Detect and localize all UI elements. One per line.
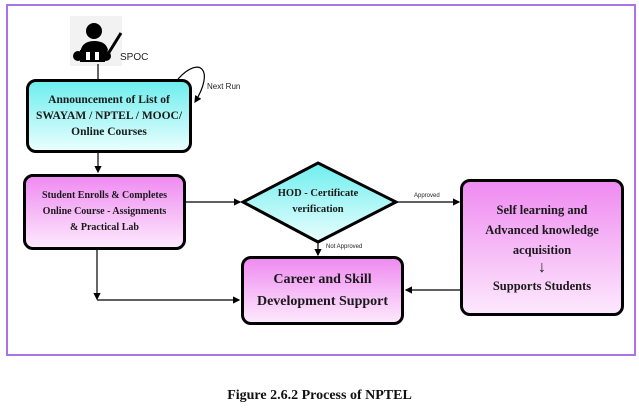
node-enroll: Student Enrolls & Completes Online Cours… xyxy=(23,174,186,250)
node-announcement-line: Announcement of List of xyxy=(48,94,170,106)
node-enroll-line: Online Course - Assignments xyxy=(42,206,167,217)
figure-caption: Figure 2.6.2 Process of NPTEL xyxy=(227,388,412,403)
node-self-learning-line: Self learning and xyxy=(496,202,588,217)
next-run-label: Next Run xyxy=(207,82,241,91)
node-hod-line: HOD - Certificate xyxy=(277,188,359,199)
node-self-learning-sub: Supports Students xyxy=(492,278,592,293)
edge-next-run-loop xyxy=(177,66,205,104)
node-hod-line: verification xyxy=(292,204,344,215)
node-enroll-line: & Practical Lab xyxy=(70,222,139,233)
node-self-learning-line: acquisition xyxy=(512,242,572,257)
diagram-frame xyxy=(6,4,636,356)
node-announcement-line: SWAYAM / NPTEL / MOOC/ xyxy=(35,110,183,122)
node-career-line: Development Support xyxy=(256,293,389,309)
node-self-learning: Self learning and Advanced knowledge acq… xyxy=(460,179,624,316)
node-hod: HOD - Certificate verification xyxy=(250,186,386,218)
node-career-line: Career and Skill xyxy=(273,271,372,287)
node-announcement: Announcement of List of SWAYAM / NPTEL /… xyxy=(26,79,192,153)
not-approved-label: Not Approved xyxy=(326,244,363,250)
approved-label: Approved xyxy=(414,193,440,199)
hod-decision-diamond xyxy=(239,161,400,244)
node-career: Career and Skill Development Support xyxy=(241,256,404,325)
node-self-learning-line: Advanced knowledge xyxy=(485,222,599,237)
down-arrow-icon: ↓ xyxy=(538,258,546,276)
node-enroll-line: Student Enrolls & Completes xyxy=(41,190,168,201)
spoc-label: SPOC xyxy=(120,52,149,63)
node-announcement-line: Online Courses xyxy=(71,126,147,138)
teacher-icon xyxy=(70,16,123,66)
